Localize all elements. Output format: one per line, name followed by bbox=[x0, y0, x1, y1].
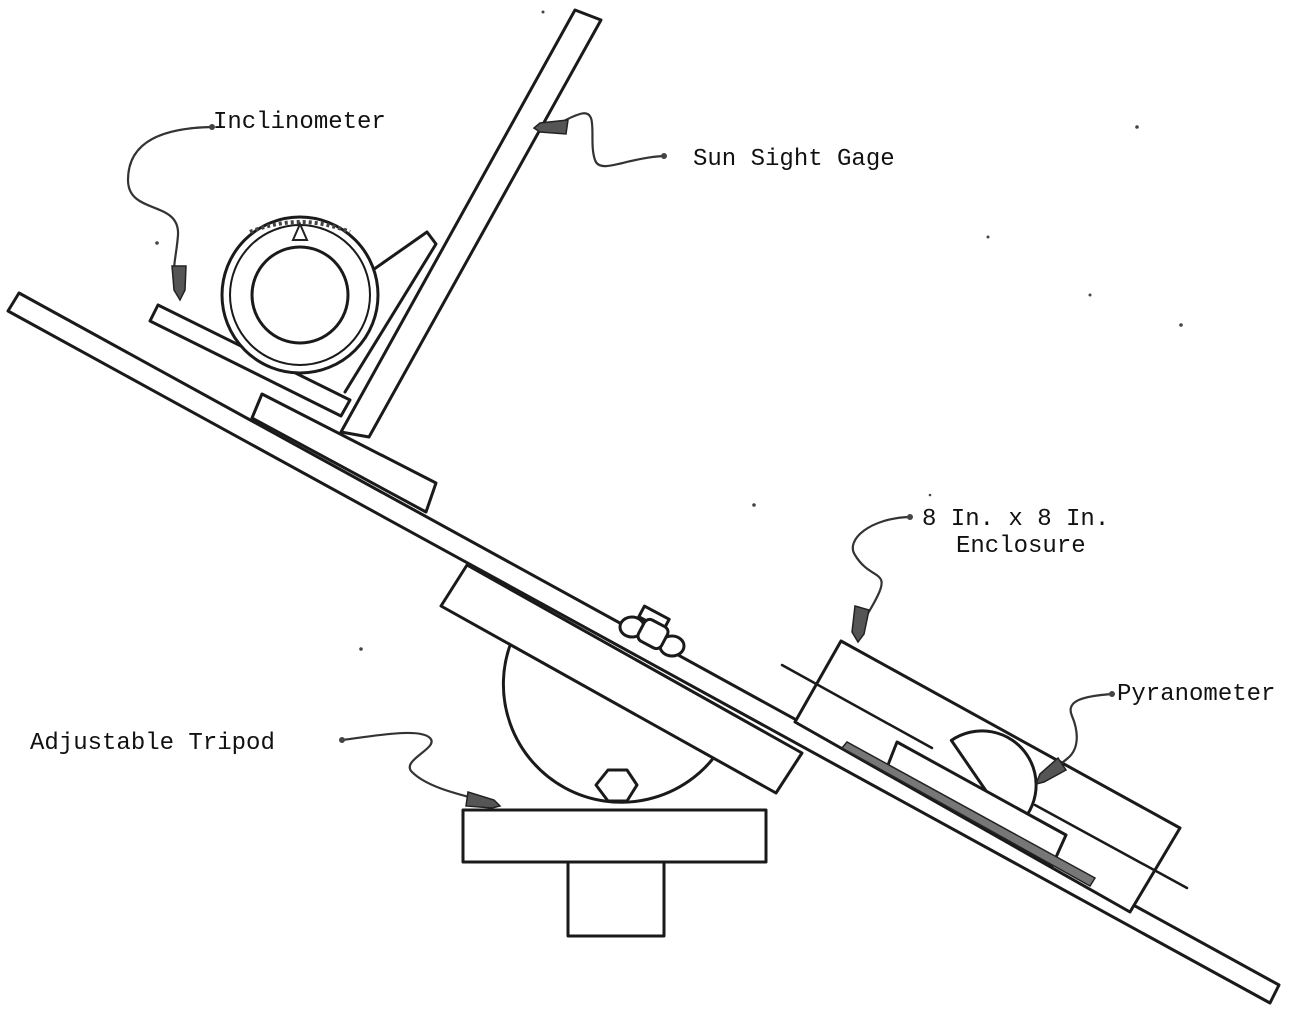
arrow-inclinometer bbox=[171, 265, 187, 302]
arrow-adjustable-tripod bbox=[465, 791, 502, 809]
arrow-enclosure bbox=[851, 605, 870, 644]
label-adjustable-tripod: Adjustable Tripod bbox=[30, 730, 275, 757]
leader-pyranometer bbox=[1034, 692, 1114, 786]
hex-nut bbox=[594, 768, 639, 803]
scan-specks bbox=[155, 10, 1183, 651]
leader-enclosure bbox=[851, 515, 912, 644]
leader-dot bbox=[339, 737, 345, 743]
tripod bbox=[461, 808, 768, 938]
leader-inclinometer bbox=[126, 125, 214, 302]
leader-dot bbox=[661, 153, 667, 159]
inclined-board bbox=[6, 291, 1281, 1005]
label-sun-sight-gage: Sun Sight Gage bbox=[693, 146, 895, 173]
mount-bracket bbox=[439, 563, 804, 795]
leader-sun-sight-gage bbox=[532, 112, 666, 168]
inclinometer-bracket bbox=[148, 230, 438, 418]
label-inclinometer: Inclinometer bbox=[213, 109, 386, 136]
label-pyranometer: Pyranometer bbox=[1117, 681, 1275, 708]
tilt-mount bbox=[501, 638, 720, 804]
tripod-plate bbox=[461, 808, 768, 864]
mounting-plate bbox=[840, 741, 1097, 888]
label-enclosure: Enclosure bbox=[956, 533, 1086, 560]
leader-dot bbox=[1109, 691, 1115, 697]
leader-dot bbox=[907, 514, 913, 520]
label-enclosure-size: 8 In. x 8 In. bbox=[922, 506, 1109, 533]
clamp-fastener bbox=[618, 604, 686, 658]
sun-sight-gage-post bbox=[339, 8, 603, 439]
leader-dot bbox=[209, 124, 215, 130]
bracket-gusset bbox=[328, 230, 438, 394]
tilt-hub bbox=[501, 638, 720, 804]
upper-block bbox=[250, 392, 438, 514]
arrow-pyranometer bbox=[1034, 756, 1068, 786]
inclinometer-dial bbox=[220, 215, 380, 375]
pyranometer-assembly bbox=[840, 729, 1097, 888]
leader-adjustable-tripod bbox=[340, 731, 502, 809]
tripod-stem bbox=[566, 856, 666, 938]
arrow-sun-sight-gage bbox=[532, 119, 569, 135]
bracket-base bbox=[148, 303, 352, 418]
